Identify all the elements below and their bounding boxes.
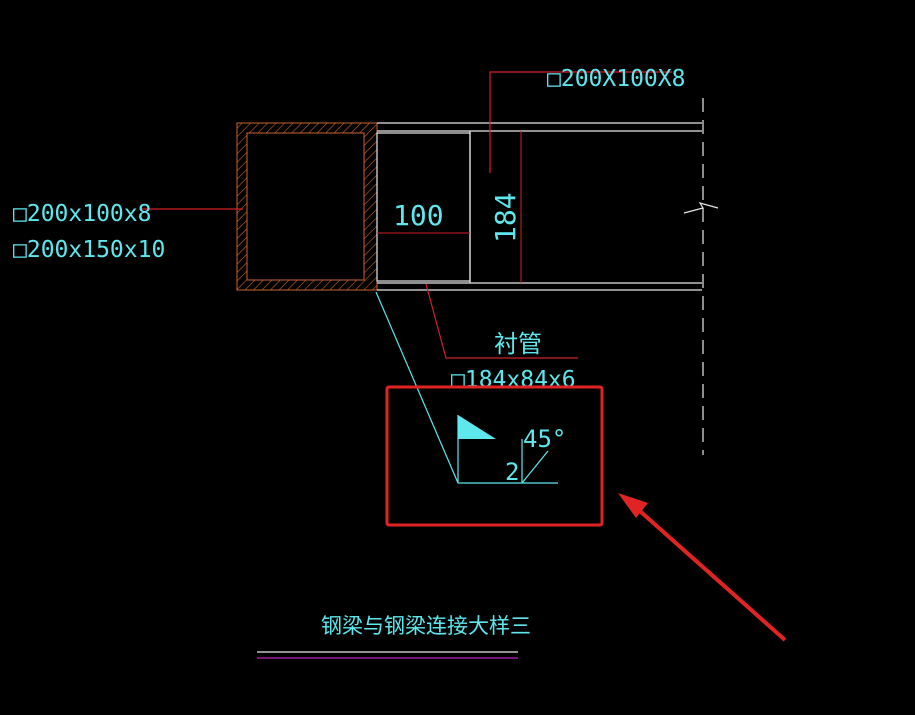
liner-spec: □184x84x6 <box>451 367 576 393</box>
section-label-top: □200X100X8 <box>547 66 685 92</box>
weld-angle-label: 45° <box>523 425 566 453</box>
dimension-height-label: 184 <box>489 192 522 243</box>
section-label-left-2: □200x150x10 <box>13 237 165 263</box>
dimension-width-label: 100 <box>393 199 444 232</box>
weld-size-label: 2 <box>505 458 519 486</box>
drawing-caption: 钢梁与钢梁连接大样三 <box>321 614 531 638</box>
liner-title: 衬管 <box>494 330 542 358</box>
weld-flag-icon <box>458 415 496 439</box>
main-beam <box>376 122 702 291</box>
section-label-left-1: □200x100x8 <box>13 201 151 227</box>
left-box-wall-hatch <box>236 122 378 291</box>
highlight-arrow-icon <box>618 493 787 642</box>
leader-lines <box>140 71 672 359</box>
left-box-section <box>236 122 378 291</box>
caption-underline <box>257 651 518 659</box>
dimension-lines <box>377 131 522 283</box>
highlight-box <box>385 385 604 527</box>
break-line <box>683 98 719 455</box>
